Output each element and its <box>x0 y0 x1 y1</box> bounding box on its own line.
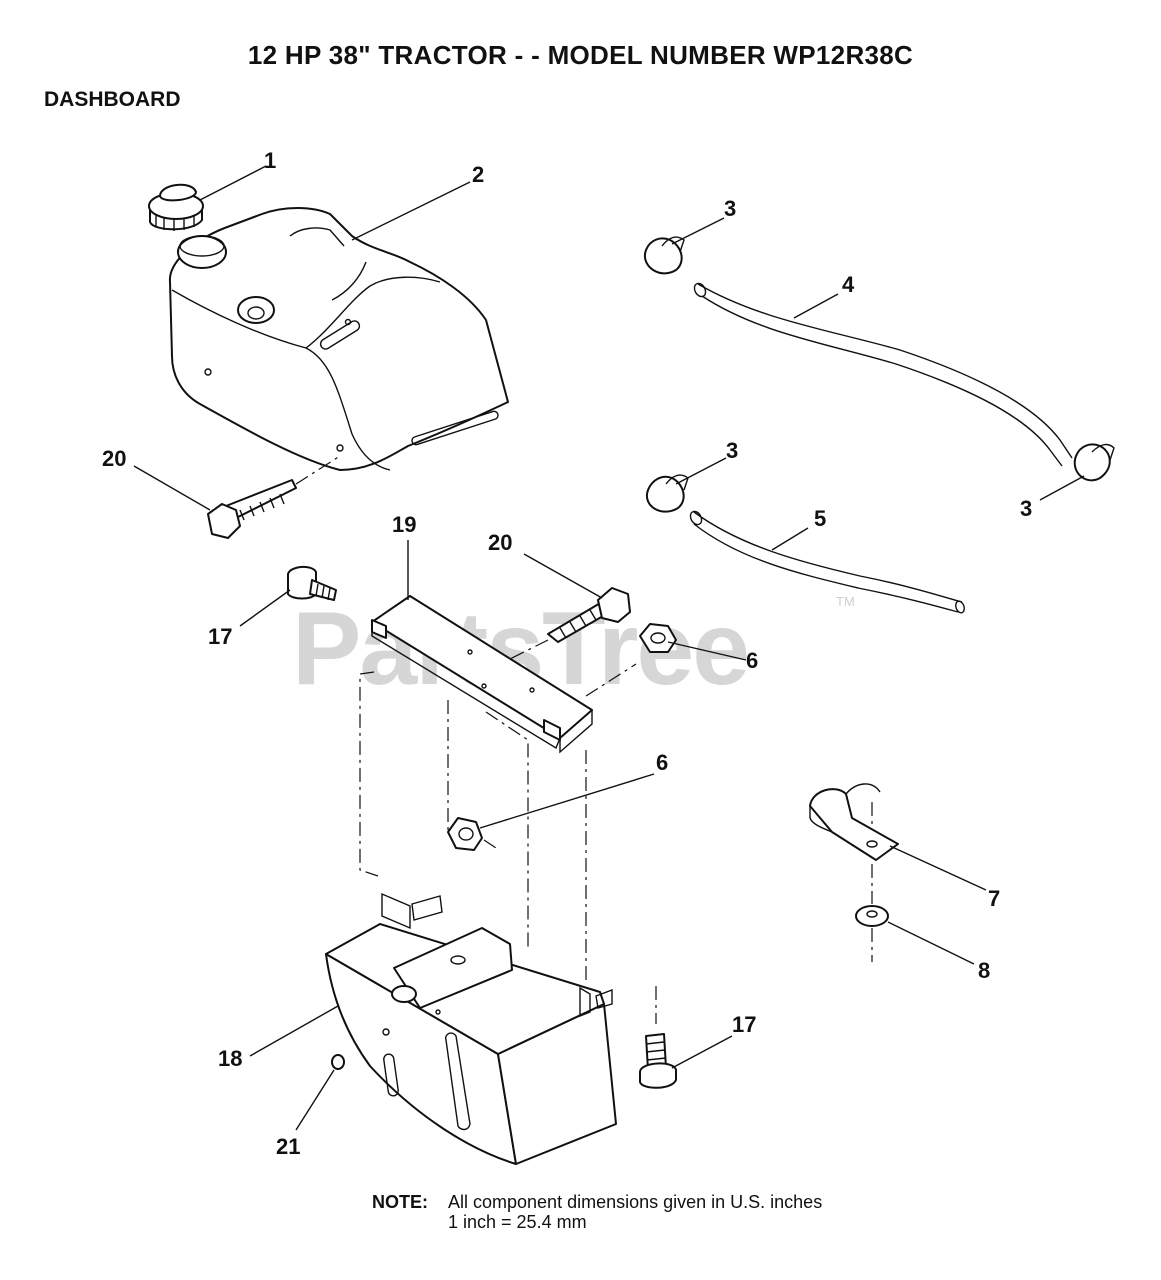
section-title: DASHBOARD <box>44 88 181 111</box>
hose-clamp-part-c[interactable] <box>1073 443 1115 482</box>
hose-clamp-part-a[interactable] <box>643 236 685 275</box>
callout-3a: 3 <box>724 196 736 221</box>
fuel-hose-short-part[interactable] <box>688 509 966 614</box>
callout-17b: 17 <box>732 1012 756 1037</box>
callout-1: 1 <box>264 148 276 173</box>
dashboard-console-part[interactable] <box>168 207 509 471</box>
screw-part-mid[interactable] <box>499 587 631 665</box>
note-label: NOTE: <box>372 1192 428 1212</box>
callout-20a: 20 <box>102 446 126 471</box>
page-title: 12 HP 38" TRACTOR - - MODEL NUMBER WP12R… <box>247 40 914 70</box>
mounting-bracket-part[interactable] <box>371 595 637 754</box>
note-line-1: All component dimensions given in U.S. i… <box>448 1192 823 1212</box>
callout-5: 5 <box>814 506 826 531</box>
callout-numbers: 1 2 3 4 3 3 5 20 19 20 17 6 6 7 8 17 18 … <box>102 148 1032 1159</box>
bolt-part-top[interactable] <box>287 566 337 601</box>
callout-8: 8 <box>978 958 990 983</box>
callout-18: 18 <box>218 1046 242 1071</box>
clip-part[interactable] <box>809 783 899 861</box>
callout-3b: 3 <box>726 438 738 463</box>
bolt-part-lower[interactable] <box>639 1033 677 1089</box>
dimension-note: NOTE: All component dimensions given in U… <box>372 1192 822 1232</box>
watermark-tm: TM <box>836 594 855 609</box>
callout-17a: 17 <box>208 624 232 649</box>
assembly-guides <box>359 671 873 1024</box>
nut-part-top[interactable] <box>639 623 677 653</box>
note-line-2: 1 inch = 25.4 mm <box>448 1212 587 1232</box>
callout-3c: 3 <box>1020 496 1032 521</box>
washer-part[interactable] <box>855 905 889 927</box>
callout-20b: 20 <box>488 530 512 555</box>
plug-part[interactable] <box>331 1054 345 1070</box>
nut-part-mid[interactable] <box>447 817 497 851</box>
leader-lines <box>133 165 1085 1131</box>
callout-6b: 6 <box>656 750 668 775</box>
callout-4: 4 <box>842 272 855 297</box>
callout-7: 7 <box>988 886 1000 911</box>
callout-19: 19 <box>392 512 416 537</box>
lower-dash-panel-part[interactable] <box>325 892 617 1165</box>
fuel-cap-part[interactable] <box>148 183 204 231</box>
callout-6a: 6 <box>746 648 758 673</box>
fuel-hose-long-part[interactable] <box>692 281 1073 467</box>
callout-21: 21 <box>276 1134 300 1159</box>
screw-part-top[interactable] <box>207 455 341 539</box>
callout-2: 2 <box>472 162 484 187</box>
